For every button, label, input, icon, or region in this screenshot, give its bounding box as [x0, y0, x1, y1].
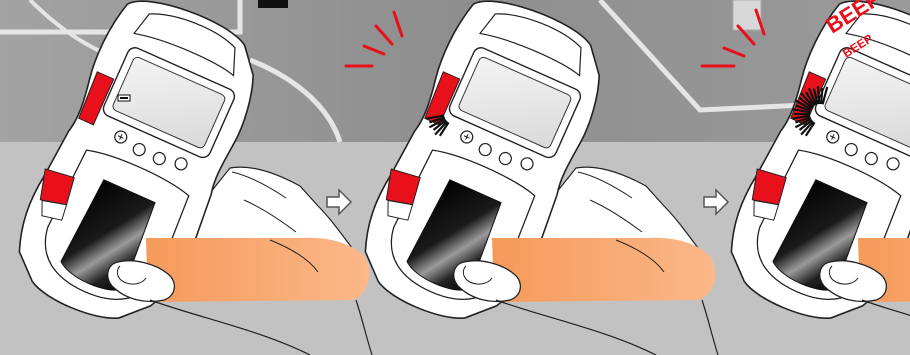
signal-bar: [428, 117, 446, 129]
signal-bars: [792, 85, 829, 137]
signal-bar: [795, 104, 811, 112]
signal-bar: [432, 119, 447, 131]
signal-bar: [804, 121, 816, 137]
signal-bar: [434, 120, 449, 136]
signal-bar: [819, 88, 824, 105]
beep-lines-icon: [700, 8, 766, 68]
signal-bar: [792, 114, 811, 120]
beep-lines-icon: [344, 10, 404, 68]
signal-bar: [438, 121, 450, 137]
panel-2: [343, 0, 719, 355]
display-icon: [117, 94, 131, 102]
wall-marker: [258, 0, 288, 8]
signal-bar: [807, 87, 818, 106]
signal-bar: [794, 99, 812, 111]
signal-bar: [800, 120, 815, 136]
signal-bar: [429, 116, 445, 124]
signal-bar: [792, 108, 811, 114]
signal-bar: [793, 112, 811, 116]
signal-bars: [426, 114, 450, 137]
signal-bar: [795, 116, 811, 124]
signal-bar: [798, 119, 813, 131]
signal-bar: [805, 91, 816, 107]
signal-bar: [812, 88, 819, 105]
signal-bar: [426, 114, 445, 120]
signal-bar: [800, 92, 815, 108]
signal-bar: [816, 85, 821, 105]
signal-bar: [821, 86, 829, 105]
panel-3: BEEP BEEP: [700, 0, 910, 355]
signal-bar: [794, 117, 812, 129]
signal-bar: [798, 97, 813, 109]
